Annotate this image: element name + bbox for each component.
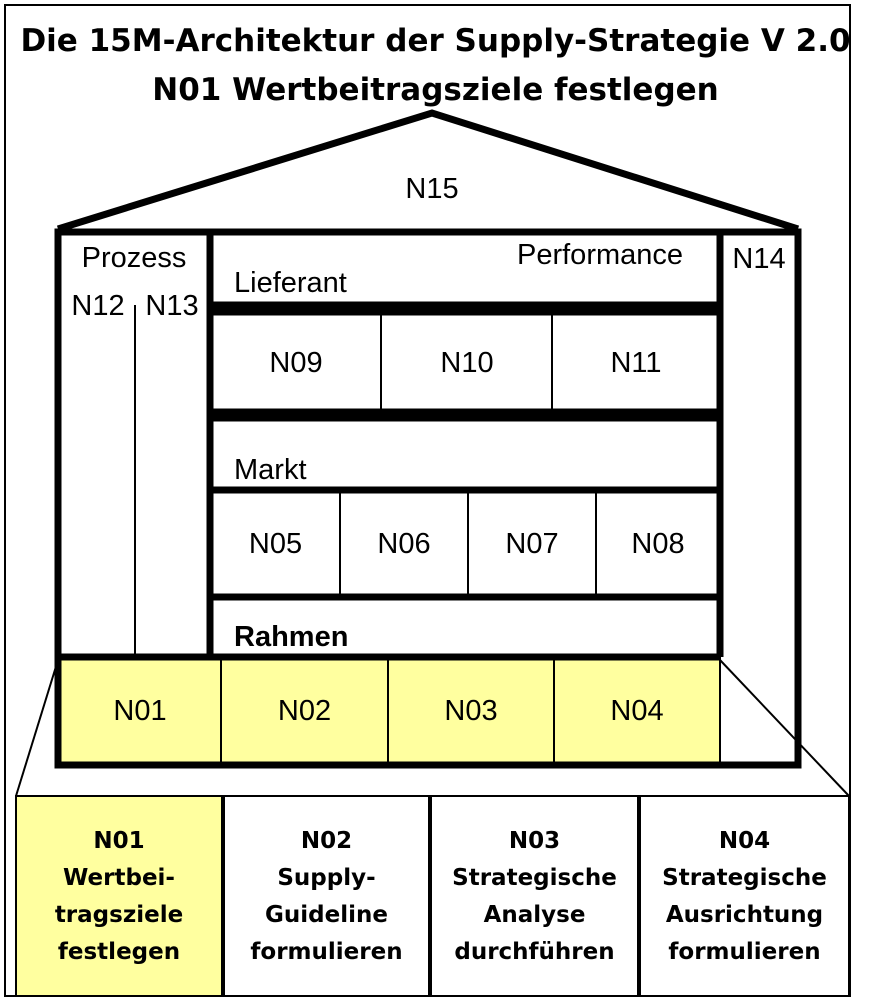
foundation-cell-n01: [58, 657, 221, 765]
detail-n02-line1: Supply-: [277, 865, 376, 891]
roof-outline: [56, 109, 800, 233]
detail-n03-text: N03 Strategische Analyse durchführen: [432, 822, 637, 972]
prozess-header: Prozess: [81, 242, 187, 274]
module-n09: N09: [269, 347, 323, 379]
prozess-sub-right: N13: [145, 290, 199, 322]
lieferant-label: Lieferant: [234, 267, 347, 299]
diagram-subtitle: N01 Wertbeitragsziele festlegen: [152, 72, 719, 108]
detail-box-n04: [639, 795, 850, 997]
zoom-line-right: [719, 659, 850, 797]
module-n10: N10: [440, 347, 494, 379]
prozess-sub-left: N12: [71, 290, 125, 322]
detail-n04-line1: Strategische: [662, 865, 827, 891]
detail-n04-line2: Ausrichtung: [665, 902, 824, 928]
detail-n03-line1: Strategische: [452, 865, 617, 891]
detail-n04-text: N04 Strategische Ausrichtung formulieren: [641, 822, 848, 972]
detail-n01-line1: Wertbei-: [63, 865, 175, 891]
foundation-n02-label: N02: [277, 695, 332, 727]
module-n05: N05: [248, 528, 303, 560]
detail-n02-line2: Guideline: [265, 902, 388, 928]
detail-n01-line3: festlegen: [57, 939, 181, 965]
detail-n03-id: N03: [508, 828, 561, 854]
lieferant-module-row: [206, 308, 724, 416]
detail-box-n03: [430, 795, 639, 997]
module-n07: N07: [505, 528, 559, 560]
performance-label: Performance: [517, 239, 684, 271]
detail-n04-id: N04: [718, 828, 771, 854]
foundation-n04-label: N04: [610, 695, 664, 727]
detail-n02-line3: formulieren: [250, 939, 403, 965]
module-n08: N08: [631, 528, 685, 560]
foundation-n03-label: N03: [444, 695, 498, 727]
detail-n01-id: N01: [93, 828, 145, 854]
module-n06: N06: [377, 528, 431, 560]
foundation-cell-n04: [554, 657, 720, 765]
zoom-line-left: [15, 659, 59, 797]
foundation-n01-label: N01: [113, 695, 167, 727]
markt-label: Markt: [234, 454, 307, 486]
house-body: [54, 228, 802, 769]
detail-box-n01: [15, 795, 223, 997]
right-column-label: N14: [732, 243, 786, 275]
detail-box-n01-bg: [16, 796, 222, 996]
detail-n01-line2: tragsziele: [54, 902, 184, 928]
detail-n03-line2: Analyse: [483, 902, 586, 928]
detail-n02-id: N02: [300, 828, 353, 854]
detail-n01-text: N01 Wertbei- tragsziele festlegen: [17, 822, 221, 972]
roof-label: N15: [405, 173, 459, 205]
foundation-cell-n02: [221, 657, 388, 765]
module-n11: N11: [610, 347, 662, 379]
rahmen-label: Rahmen: [234, 621, 349, 653]
detail-n02-text: N02 Supply- Guideline formulieren: [225, 822, 428, 972]
detail-n04-line3: formulieren: [668, 939, 821, 965]
detail-box-n02: [223, 795, 430, 997]
foundation-cell-n03: [388, 657, 554, 765]
diagram-title: Die 15M-Architektur der Supply-Strategie…: [20, 23, 851, 59]
detail-n03-line3: durchführen: [454, 939, 615, 965]
